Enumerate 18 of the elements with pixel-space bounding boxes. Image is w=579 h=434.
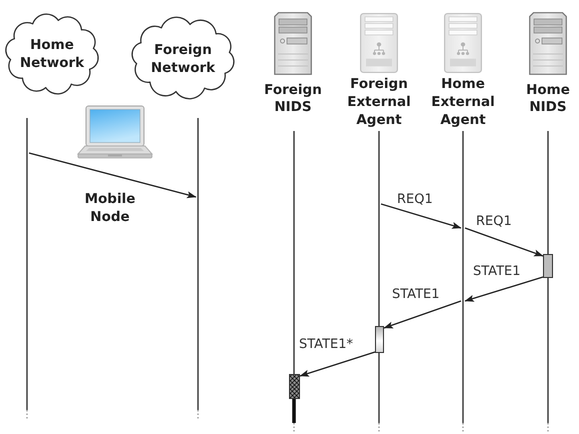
node-label: Foreign NIDS: [263, 82, 323, 116]
node-label: Home NIDS: [525, 82, 571, 116]
arrow: [384, 300, 462, 329]
arrow: [28, 152, 196, 198]
arrow: [300, 351, 376, 377]
node-label: Foreign Network: [150, 41, 216, 77]
node-label: Foreign External Agent: [346, 75, 412, 129]
activation-bar: [375, 326, 384, 353]
node-label: Home Network: [19, 36, 85, 72]
arrow: [380, 203, 462, 229]
edge-label: REQ1: [397, 193, 433, 207]
edge-label: Mobile Node: [84, 190, 136, 226]
arrow: [464, 227, 544, 257]
activation-bar: [543, 254, 553, 278]
arrow: [464, 276, 544, 302]
activation-bar: [289, 374, 300, 399]
node-label: Home External Agent: [430, 75, 496, 129]
edge-label: REQ1: [476, 215, 512, 229]
